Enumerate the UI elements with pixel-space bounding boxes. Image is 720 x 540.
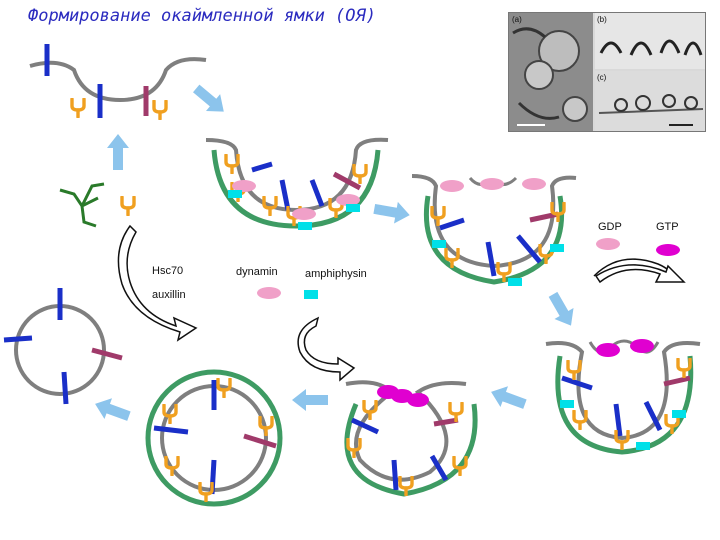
receptor xyxy=(70,98,86,118)
hsc70-molecule xyxy=(59,182,136,228)
flow-arrow xyxy=(543,288,581,332)
flow-arrow xyxy=(292,389,328,411)
stage-4-constriction xyxy=(545,339,701,455)
flow-arrow xyxy=(487,381,529,415)
gdp-gtp-legend xyxy=(593,238,686,284)
flow-arrow xyxy=(189,80,231,120)
clathrin-coat xyxy=(211,149,381,229)
micrograph-label-b: (b) xyxy=(597,15,607,24)
gtp-label: GTP xyxy=(656,221,679,233)
flow-arrow xyxy=(372,198,412,226)
amphiphysin-label: amphiphysin xyxy=(305,268,367,280)
amphiphysin-marker xyxy=(304,290,318,299)
stage-2-coated-pit xyxy=(205,137,389,230)
gdp-marker xyxy=(596,238,620,250)
gtp-marker xyxy=(656,244,680,256)
auxillin-label: auxillin xyxy=(152,289,186,301)
stage-7-uncoated-vesicle xyxy=(3,288,123,405)
flow-arrow xyxy=(91,393,133,427)
electron-micrograph: (a) (b) (c) xyxy=(508,12,706,132)
gdp-label: GDP xyxy=(598,221,622,233)
micrograph-label-a: (a) xyxy=(512,15,522,24)
receptor xyxy=(152,100,168,120)
recycle-arrow xyxy=(117,224,198,342)
hsc70-label: Hsc70 xyxy=(152,265,184,277)
stage-3-deep-pit xyxy=(411,174,577,286)
dynamin-label: dynamin xyxy=(236,266,278,278)
exchange-arrow xyxy=(594,264,686,284)
page-title: Формирование окаймленной ямки (ОЯ) xyxy=(28,6,376,26)
stage-5-budding-vesicle xyxy=(344,380,478,497)
dynamin-marker xyxy=(257,287,281,299)
stage-1-membrane xyxy=(29,44,207,120)
flow-arrow xyxy=(107,134,129,170)
dynamin-cycle-arrow xyxy=(297,316,356,382)
micrograph-label-c: (c) xyxy=(597,73,607,82)
stage-6-coated-vesicle xyxy=(145,369,283,507)
